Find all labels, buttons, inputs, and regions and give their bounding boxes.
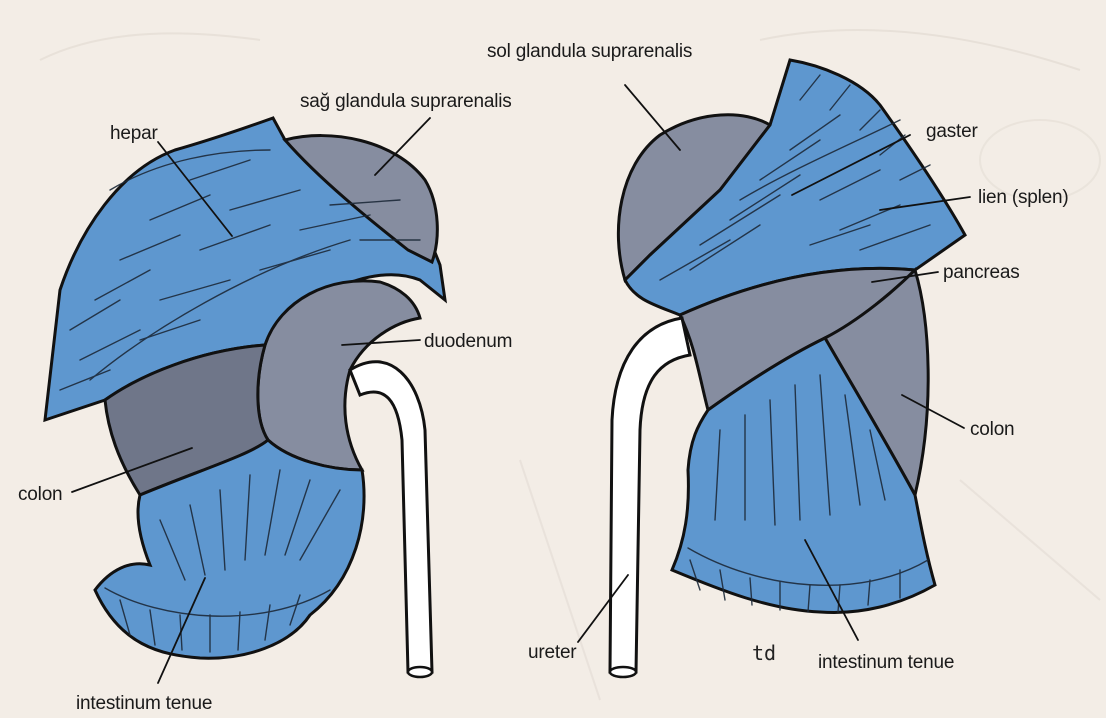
label-duodenum: duodenum [424, 331, 512, 352]
left-kidney-group [610, 60, 965, 677]
label-colon-left: colon [970, 419, 1014, 440]
left-ureter-end [610, 667, 636, 677]
label-intestinum-right: intestinum tenue [76, 693, 212, 714]
right-kidney-group [45, 118, 445, 677]
label-gaster: gaster [926, 121, 978, 142]
label-colon-right: colon [18, 484, 62, 505]
label-right-suprarenal: sağ glandula suprarenalis [300, 91, 512, 112]
label-ureter: ureter [528, 642, 577, 663]
label-pancreas: pancreas [943, 262, 1020, 283]
label-hepar: hepar [110, 123, 158, 144]
right-ureter-end [408, 667, 432, 677]
artist-signature: td [752, 641, 776, 665]
left-ureter [610, 318, 690, 672]
label-lien: lien (splen) [978, 187, 1069, 208]
label-intestinum-left: intestinum tenue [818, 652, 954, 673]
label-left-suprarenal: sol glandula suprarenalis [487, 41, 692, 62]
